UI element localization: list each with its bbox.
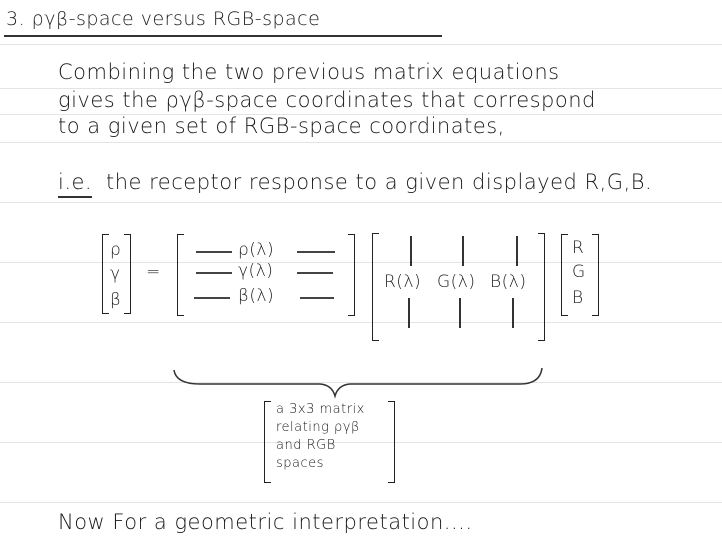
rgb-r: R [572,238,585,258]
receptor-row-beta: β(λ) [238,286,275,306]
note-line-2: relating ργβ [276,420,360,435]
section-title: 3. ργβ-space versus RGB-space [6,8,321,30]
rgb-right-bracket [592,234,599,316]
lhs-gamma: γ [110,264,121,284]
primary-column-b: B(λ) [490,272,527,292]
paragraph-line-1: Combining the two previous matrix equati… [58,60,560,84]
title-underline [4,35,442,37]
equals-sign: = [146,262,161,282]
note-right-bracket [388,401,395,483]
paragraph-line-3: to a given set of RGB-space coordinates, [58,114,505,138]
primaries-right-bracket [538,233,545,341]
note-line-3: and RGB [276,438,336,453]
receptor-row-gamma: γ(λ) [238,261,274,281]
receptor-left-bracket [177,234,184,316]
lhs-right-bracket [124,234,131,314]
ie-text: the receptor response to a given display… [106,170,653,194]
note-line-4: spaces [276,456,324,471]
receptor-row-rho: ρ(λ) [238,240,275,260]
lhs-left-bracket [102,234,109,314]
paragraph-line-2: gives the ργβ-space coordinates that cor… [58,88,596,112]
closing-line: Now For a geometric interpretation.... [58,510,473,534]
primary-column-g: G(λ) [437,272,476,292]
ie-label: i.e. [58,170,93,194]
rgb-g: G [572,262,586,282]
rgb-left-bracket [561,234,568,316]
receptor-right-bracket [348,234,355,316]
ie-underline [58,196,92,198]
lhs-beta: β [110,290,122,310]
note-left-bracket [264,401,271,483]
primaries-left-bracket [372,233,379,341]
note-line-1: a 3x3 matrix [276,402,365,417]
lhs-rho: ρ [110,240,122,260]
rgb-b: B [572,288,584,308]
primary-column-r: R(λ) [384,272,422,292]
